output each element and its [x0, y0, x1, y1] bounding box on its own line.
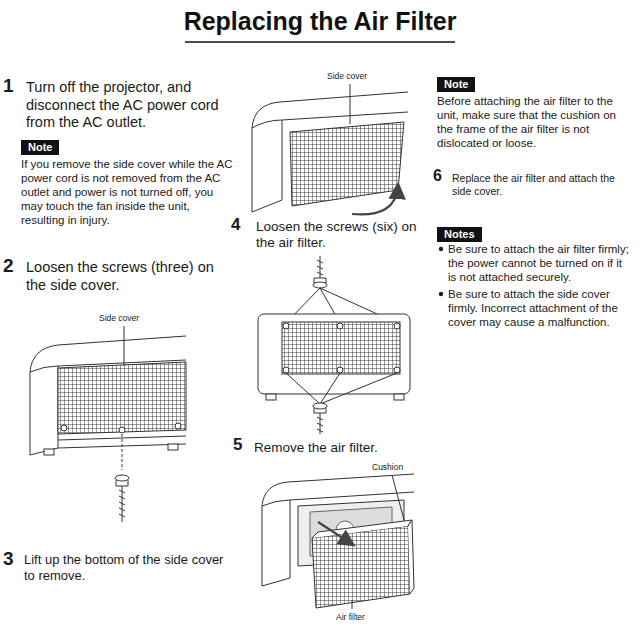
side-cover-removal: [252, 84, 408, 214]
note-heading: Note: [28, 141, 52, 153]
step-text: Replace the air filter and attach the si…: [452, 172, 624, 198]
part-label: Side cover: [99, 313, 139, 323]
bullet-dot: [439, 247, 443, 251]
note-text: Be sure to attach the side cover firmly.…: [448, 287, 633, 329]
step-text: Lift up the bottom of the side cover to …: [24, 552, 229, 584]
note-tag: Note: [21, 140, 59, 155]
note-tag: Note: [437, 77, 475, 92]
air-filter-removal: [262, 474, 414, 609]
note-heading: Note: [444, 78, 468, 90]
part-label: Air filter: [336, 612, 365, 622]
bullet-dot: [439, 292, 443, 296]
note-tag: Notes: [437, 227, 482, 242]
title-rule: [185, 41, 455, 43]
step-number: 4: [231, 216, 240, 233]
step-number: 3: [3, 549, 14, 568]
air-filter-screws: [258, 256, 410, 434]
projector-side-view: [30, 326, 186, 522]
note-text: If you remove the side cover while the A…: [21, 157, 236, 227]
step-number: 2: [3, 256, 14, 275]
note-text: Before attaching the air filter to the u…: [437, 94, 633, 150]
part-label: Cushion: [372, 462, 403, 472]
step-number: 5: [233, 436, 242, 453]
step-text: Turn off the projector, and disconnect t…: [26, 79, 238, 132]
note-heading: Notes: [444, 228, 475, 240]
part-label: Side cover: [327, 71, 367, 81]
step-number: 1: [3, 76, 14, 95]
step-number: 6: [433, 168, 442, 184]
note-text: Be sure to attach the air filter firmly;…: [448, 242, 633, 284]
page-title: Replacing the Air Filter: [0, 6, 640, 37]
step-text: Remove the air filter.: [254, 440, 378, 456]
step-text: Loosen the screws (three) on the side co…: [26, 259, 231, 294]
step-text: Loosen the screws (six) on the air filte…: [256, 219, 436, 252]
